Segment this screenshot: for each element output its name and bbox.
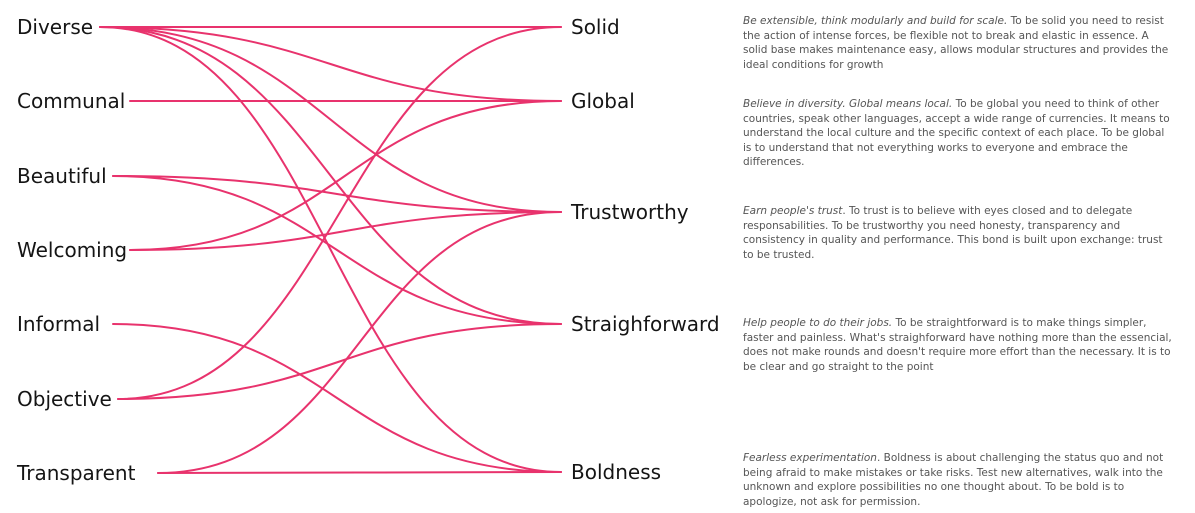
connection-diverse-global bbox=[99, 26, 562, 102]
left-value-diverse: Diverse bbox=[17, 15, 93, 39]
connection-objective-straighforward bbox=[117, 323, 562, 400]
description-solid: Be extensible, think modularly and build… bbox=[743, 14, 1175, 72]
description-straighforward-text: To be straightforward is to make things … bbox=[743, 317, 1172, 373]
connection-welcoming-trustworthy bbox=[129, 211, 562, 251]
description-boldness-text: . Boldness is about challenging the stat… bbox=[743, 452, 1164, 508]
description-trustworthy-lead: Earn people's trust bbox=[743, 205, 843, 217]
left-value-beautiful: Beautiful bbox=[17, 164, 107, 188]
description-trustworthy: Earn people's trust. To trust is to beli… bbox=[743, 204, 1175, 262]
description-boldness: Fearless experimentation. Boldness is ab… bbox=[743, 451, 1175, 509]
description-global: Believe in diversity. Global means local… bbox=[743, 97, 1175, 170]
connection-transparent-trustworthy bbox=[157, 211, 562, 474]
description-solid-text: To be solid you need to resist the actio… bbox=[743, 15, 1169, 71]
left-value-objective: Objective bbox=[17, 387, 112, 411]
left-value-communal: Communal bbox=[17, 89, 125, 113]
right-values: Solid Global Trustworthy Straighforward … bbox=[570, 15, 720, 484]
description-trustworthy-text: . To trust is to believe with eyes close… bbox=[743, 205, 1163, 261]
right-value-solid: Solid bbox=[571, 15, 620, 39]
description-global-text: To be global you need to think of other … bbox=[743, 98, 1170, 169]
connection-diverse-trustworthy bbox=[99, 26, 562, 213]
connection-diverse-boldness bbox=[99, 26, 562, 473]
left-value-informal: Informal bbox=[17, 312, 100, 336]
description-straighforward-lead: Help people to do their jobs. bbox=[743, 317, 893, 329]
left-values: Diverse Communal Beautiful Welcoming Inf… bbox=[16, 15, 136, 485]
connection-lines bbox=[99, 25, 562, 474]
description-solid-lead: Be extensible, think modularly and build… bbox=[743, 15, 1008, 27]
left-value-transparent: Transparent bbox=[16, 461, 136, 485]
connection-informal-boldness bbox=[112, 323, 562, 473]
connection-transparent-boldness bbox=[157, 471, 562, 474]
connection-diverse-straighforward bbox=[99, 26, 562, 325]
right-value-trustworthy: Trustworthy bbox=[570, 200, 689, 224]
connection-welcoming-global bbox=[129, 100, 562, 251]
right-value-global: Global bbox=[571, 89, 635, 113]
description-global-lead: Believe in diversity. Global means local… bbox=[743, 98, 953, 110]
description-straighforward: Help people to do their jobs. To be stra… bbox=[743, 316, 1175, 374]
description-boldness-lead: Fearless experimentation bbox=[743, 452, 877, 464]
connection-objective-solid bbox=[117, 26, 562, 400]
right-value-boldness: Boldness bbox=[571, 460, 661, 484]
right-value-straighforward: Straighforward bbox=[571, 312, 720, 336]
connection-beautiful-straighforward bbox=[112, 175, 562, 325]
connection-beautiful-trustworthy bbox=[112, 175, 562, 213]
left-value-welcoming: Welcoming bbox=[17, 238, 127, 262]
